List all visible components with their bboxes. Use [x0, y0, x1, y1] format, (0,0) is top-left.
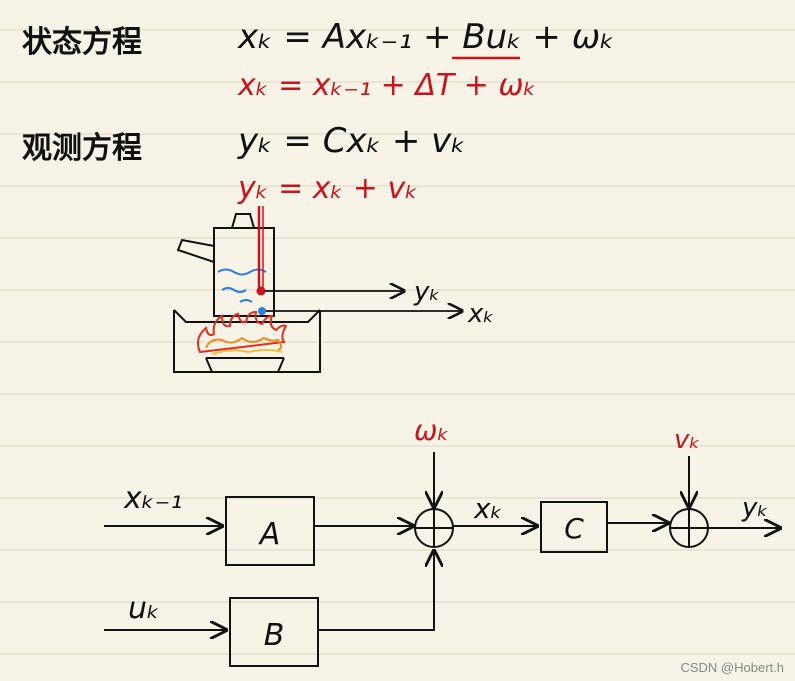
measurement-label: yₖ [413, 277, 440, 307]
true-temperature-dot [258, 307, 266, 315]
water-wave [239, 299, 253, 303]
input-u-label: uₖ [128, 591, 160, 626]
state-equation-example: xₖ = xₖ₋₁ + ΔT + ωₖ [237, 68, 536, 103]
true-state-label: xₖ [467, 299, 494, 329]
state-equation-label: 状态方程 [22, 25, 142, 60]
watermark: CSDN @Hobert.h [680, 660, 784, 675]
state-x-label: xₖ [473, 492, 503, 525]
flame [197, 310, 288, 354]
flame [205, 336, 282, 351]
flame [211, 349, 283, 355]
input-x-label: xₖ₋₁ [123, 481, 182, 516]
observation-equation-label: 观测方程 [22, 131, 142, 166]
block-c [540, 501, 608, 553]
output-y-label: yₖ [741, 493, 768, 523]
block-b [229, 597, 319, 667]
stove-grate [205, 357, 285, 373]
observation-equation-example: yₖ = xₖ + vₖ [237, 171, 418, 206]
block-a-label: A [258, 517, 281, 552]
block-c-label: C [564, 512, 584, 545]
state-equation-general: xₖ = Axₖ₋₁ + Buₖ + ωₖ [237, 17, 615, 57]
measurement-noise-label: vₖ [674, 425, 700, 455]
thermometer-bulb [256, 286, 266, 296]
kettle-body [213, 227, 275, 317]
observation-equation-general: yₖ = Cxₖ + vₖ [237, 121, 466, 161]
kettle-knob [231, 213, 255, 229]
process-noise-label: ωₖ [414, 414, 449, 447]
kettle-spout [176, 238, 215, 263]
b-to-sum-arrow [318, 551, 434, 631]
stove [173, 310, 321, 373]
block-a [225, 496, 315, 566]
block-b-label: B [264, 618, 285, 653]
water-wave [221, 287, 247, 293]
block-diagram: A B C xₖ₋₁ uₖ ωₖ xₖ vₖ yₖ [104, 414, 780, 667]
kettle-illustration: yₖ xₖ [173, 206, 494, 373]
